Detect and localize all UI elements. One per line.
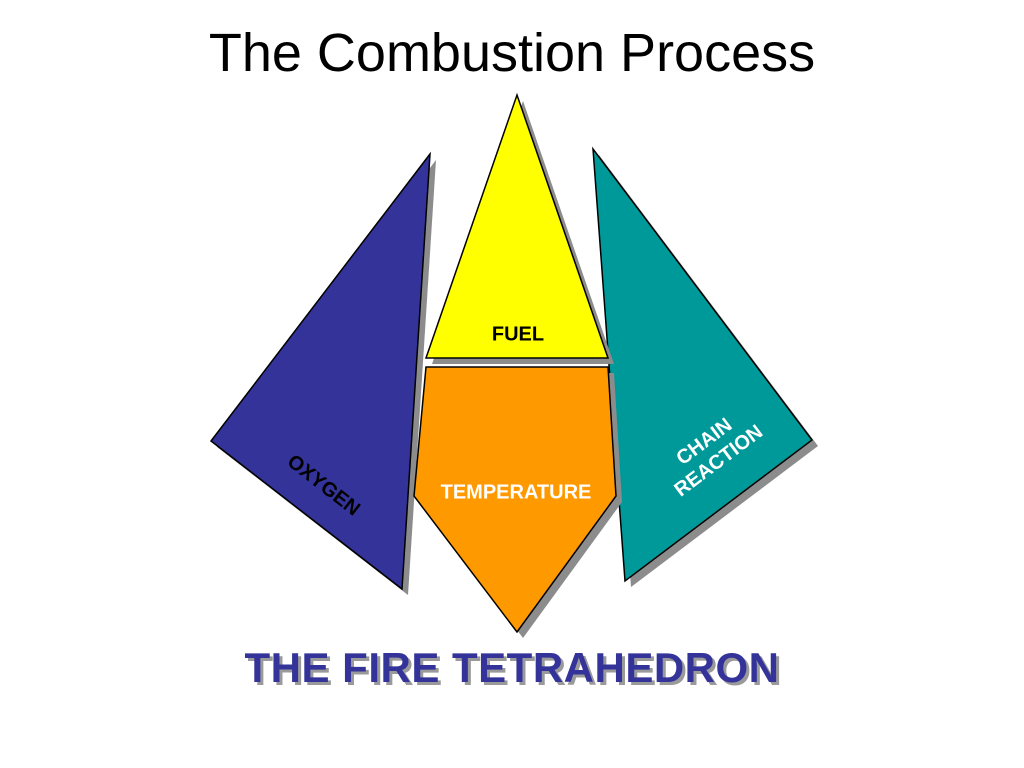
- oxygen-face: OXYGEN: [209, 151, 436, 595]
- oxygen-shape: [209, 151, 431, 591]
- fuel-face: FUEL: [424, 92, 614, 364]
- temperature-face: TEMPERATURE: [413, 366, 622, 638]
- chain-reaction-face: CHAIN REACTION: [592, 146, 818, 587]
- fuel-shape: [424, 92, 610, 359]
- fuel-label: FUEL: [492, 323, 544, 345]
- slide-title: The Combustion Process: [208, 23, 816, 83]
- chain-reaction-shape: [592, 146, 814, 583]
- diagram-caption: THE FIRE TETRAHEDRON: [244, 644, 780, 691]
- temperature-shape: [413, 366, 617, 634]
- temperature-label: TEMPERATURE: [441, 481, 592, 503]
